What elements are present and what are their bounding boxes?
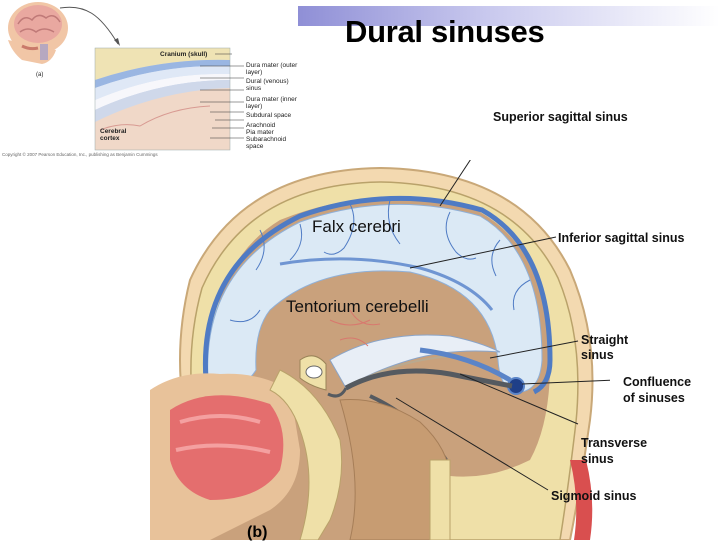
label-falx-cerebri: Falx cerebri <box>312 217 401 236</box>
copyright-notice: Copyright © 2007 Pearson Education, Inc.… <box>2 152 158 157</box>
inset-label-dura-inner: Dura mater (inner layer) <box>246 96 297 110</box>
inset-label-dural-sinus: Dural (venous) sinus <box>246 78 289 92</box>
zoom-leader <box>59 6 119 45</box>
inset-label-arachnoid: Arachnoid <box>246 122 276 129</box>
straight-sinus-vessel <box>419 347 512 383</box>
superior-sagittal-sinus-vessel <box>202 195 553 395</box>
callout-confluence-line2: of sinuses <box>623 391 685 405</box>
sagittal-head-illustration <box>150 160 610 540</box>
callout-straight-sinus-line1: Straight <box>581 333 629 347</box>
title-accent-bar <box>298 6 720 26</box>
inset-label-cortex: Cerebral cortex <box>100 128 127 142</box>
neck-muscle <box>570 460 593 540</box>
callout-leader-lines <box>395 160 610 491</box>
inset-label-subdural: Subdural space <box>246 112 292 119</box>
callout-superior-sagittal-sinus: Superior sagittal sinus <box>493 110 628 124</box>
inset-label-cranium: Cranium (skull) <box>160 51 208 58</box>
inset-figure: (a) Cranium (skull) Dura mater (outer la… <box>0 0 300 165</box>
callout-straight-sinus-line2: sinus <box>581 348 614 362</box>
callout-confluence-line1: Confluence <box>623 375 692 389</box>
callout-transverse-sinus-line2: sinus <box>581 452 614 466</box>
inferior-sagittal-sinus-vessel <box>279 257 494 311</box>
tentorium-fold <box>329 334 501 389</box>
inset-panel-label: (a) <box>36 72 44 78</box>
transverse-sinus-vessel <box>344 368 513 391</box>
callout-sigmoid-sinus: Sigmoid sinus <box>551 489 637 503</box>
callout-inferior-sagittal-sinus: Inferior sagittal sinus <box>558 231 685 245</box>
main-panel-label: (b) <box>247 524 268 541</box>
inset-label-pia: Pia mater <box>246 129 274 136</box>
tentorial-veins <box>329 309 381 347</box>
label-tentorium-cerebelli: Tentorium cerebelli <box>286 297 429 316</box>
callout-transverse-sinus-line1: Transverse <box>581 436 648 450</box>
head-thumbnail <box>8 2 68 64</box>
sphenoid-bone <box>269 369 343 540</box>
inset-illustration <box>8 2 244 151</box>
meninges-layers <box>94 47 231 151</box>
falx-veins <box>229 199 531 323</box>
inset-label-dura-outer: Dura mater (outer layer) <box>246 62 298 76</box>
inset-label-subarachnoid: Subarachnoid space <box>246 136 287 150</box>
slide-title: Dural sinuses <box>345 14 545 49</box>
